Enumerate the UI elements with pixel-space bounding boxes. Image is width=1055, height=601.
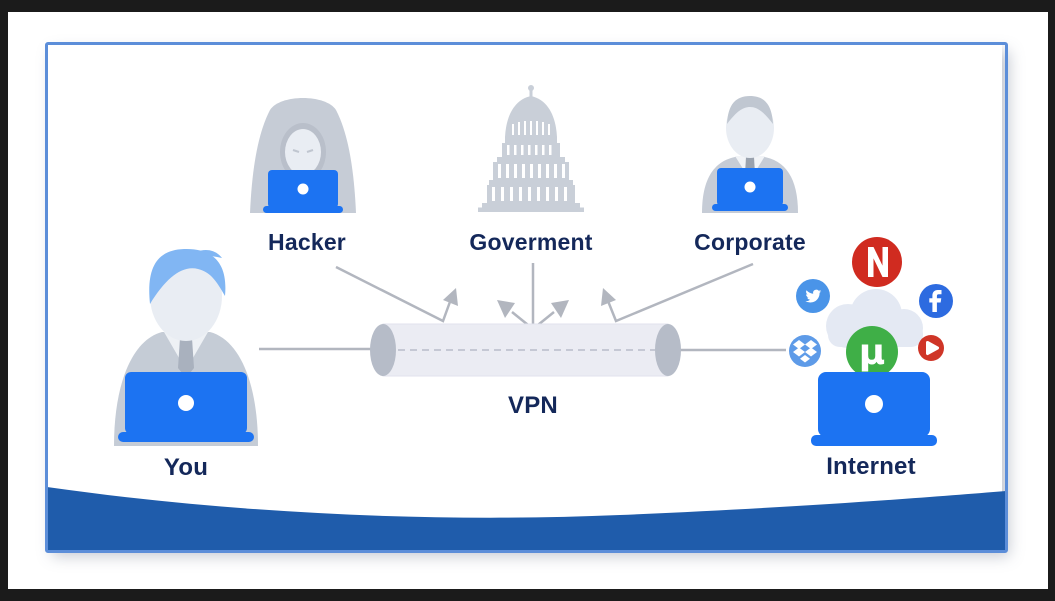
netflix-icon — [852, 237, 902, 287]
dropbox-icon — [789, 335, 821, 367]
hacker-label: Hacker — [268, 229, 346, 255]
you-label: You — [163, 454, 209, 481]
corporate-person-icon — [702, 96, 798, 213]
utorrent-icon: µ — [846, 326, 898, 378]
internet-laptop-icon — [811, 372, 937, 446]
utorrent-glyph: µ — [859, 332, 886, 373]
government-label: Goverment — [469, 229, 593, 255]
deflect-arrow-icon — [443, 288, 616, 318]
facebook-icon — [919, 284, 953, 318]
vpn-tunnel-icon — [370, 323, 681, 377]
corporate-label: Corporate — [694, 229, 806, 255]
vpn-label: VPN — [508, 392, 558, 419]
twitter-icon — [796, 279, 830, 313]
you-person-icon — [114, 248, 258, 446]
internet-label: Internet — [826, 453, 916, 480]
hacker-hooded-icon — [250, 98, 356, 213]
wave-footer — [47, 487, 1006, 551]
youtube-icon — [918, 335, 944, 361]
capitol-building-icon — [478, 85, 584, 212]
